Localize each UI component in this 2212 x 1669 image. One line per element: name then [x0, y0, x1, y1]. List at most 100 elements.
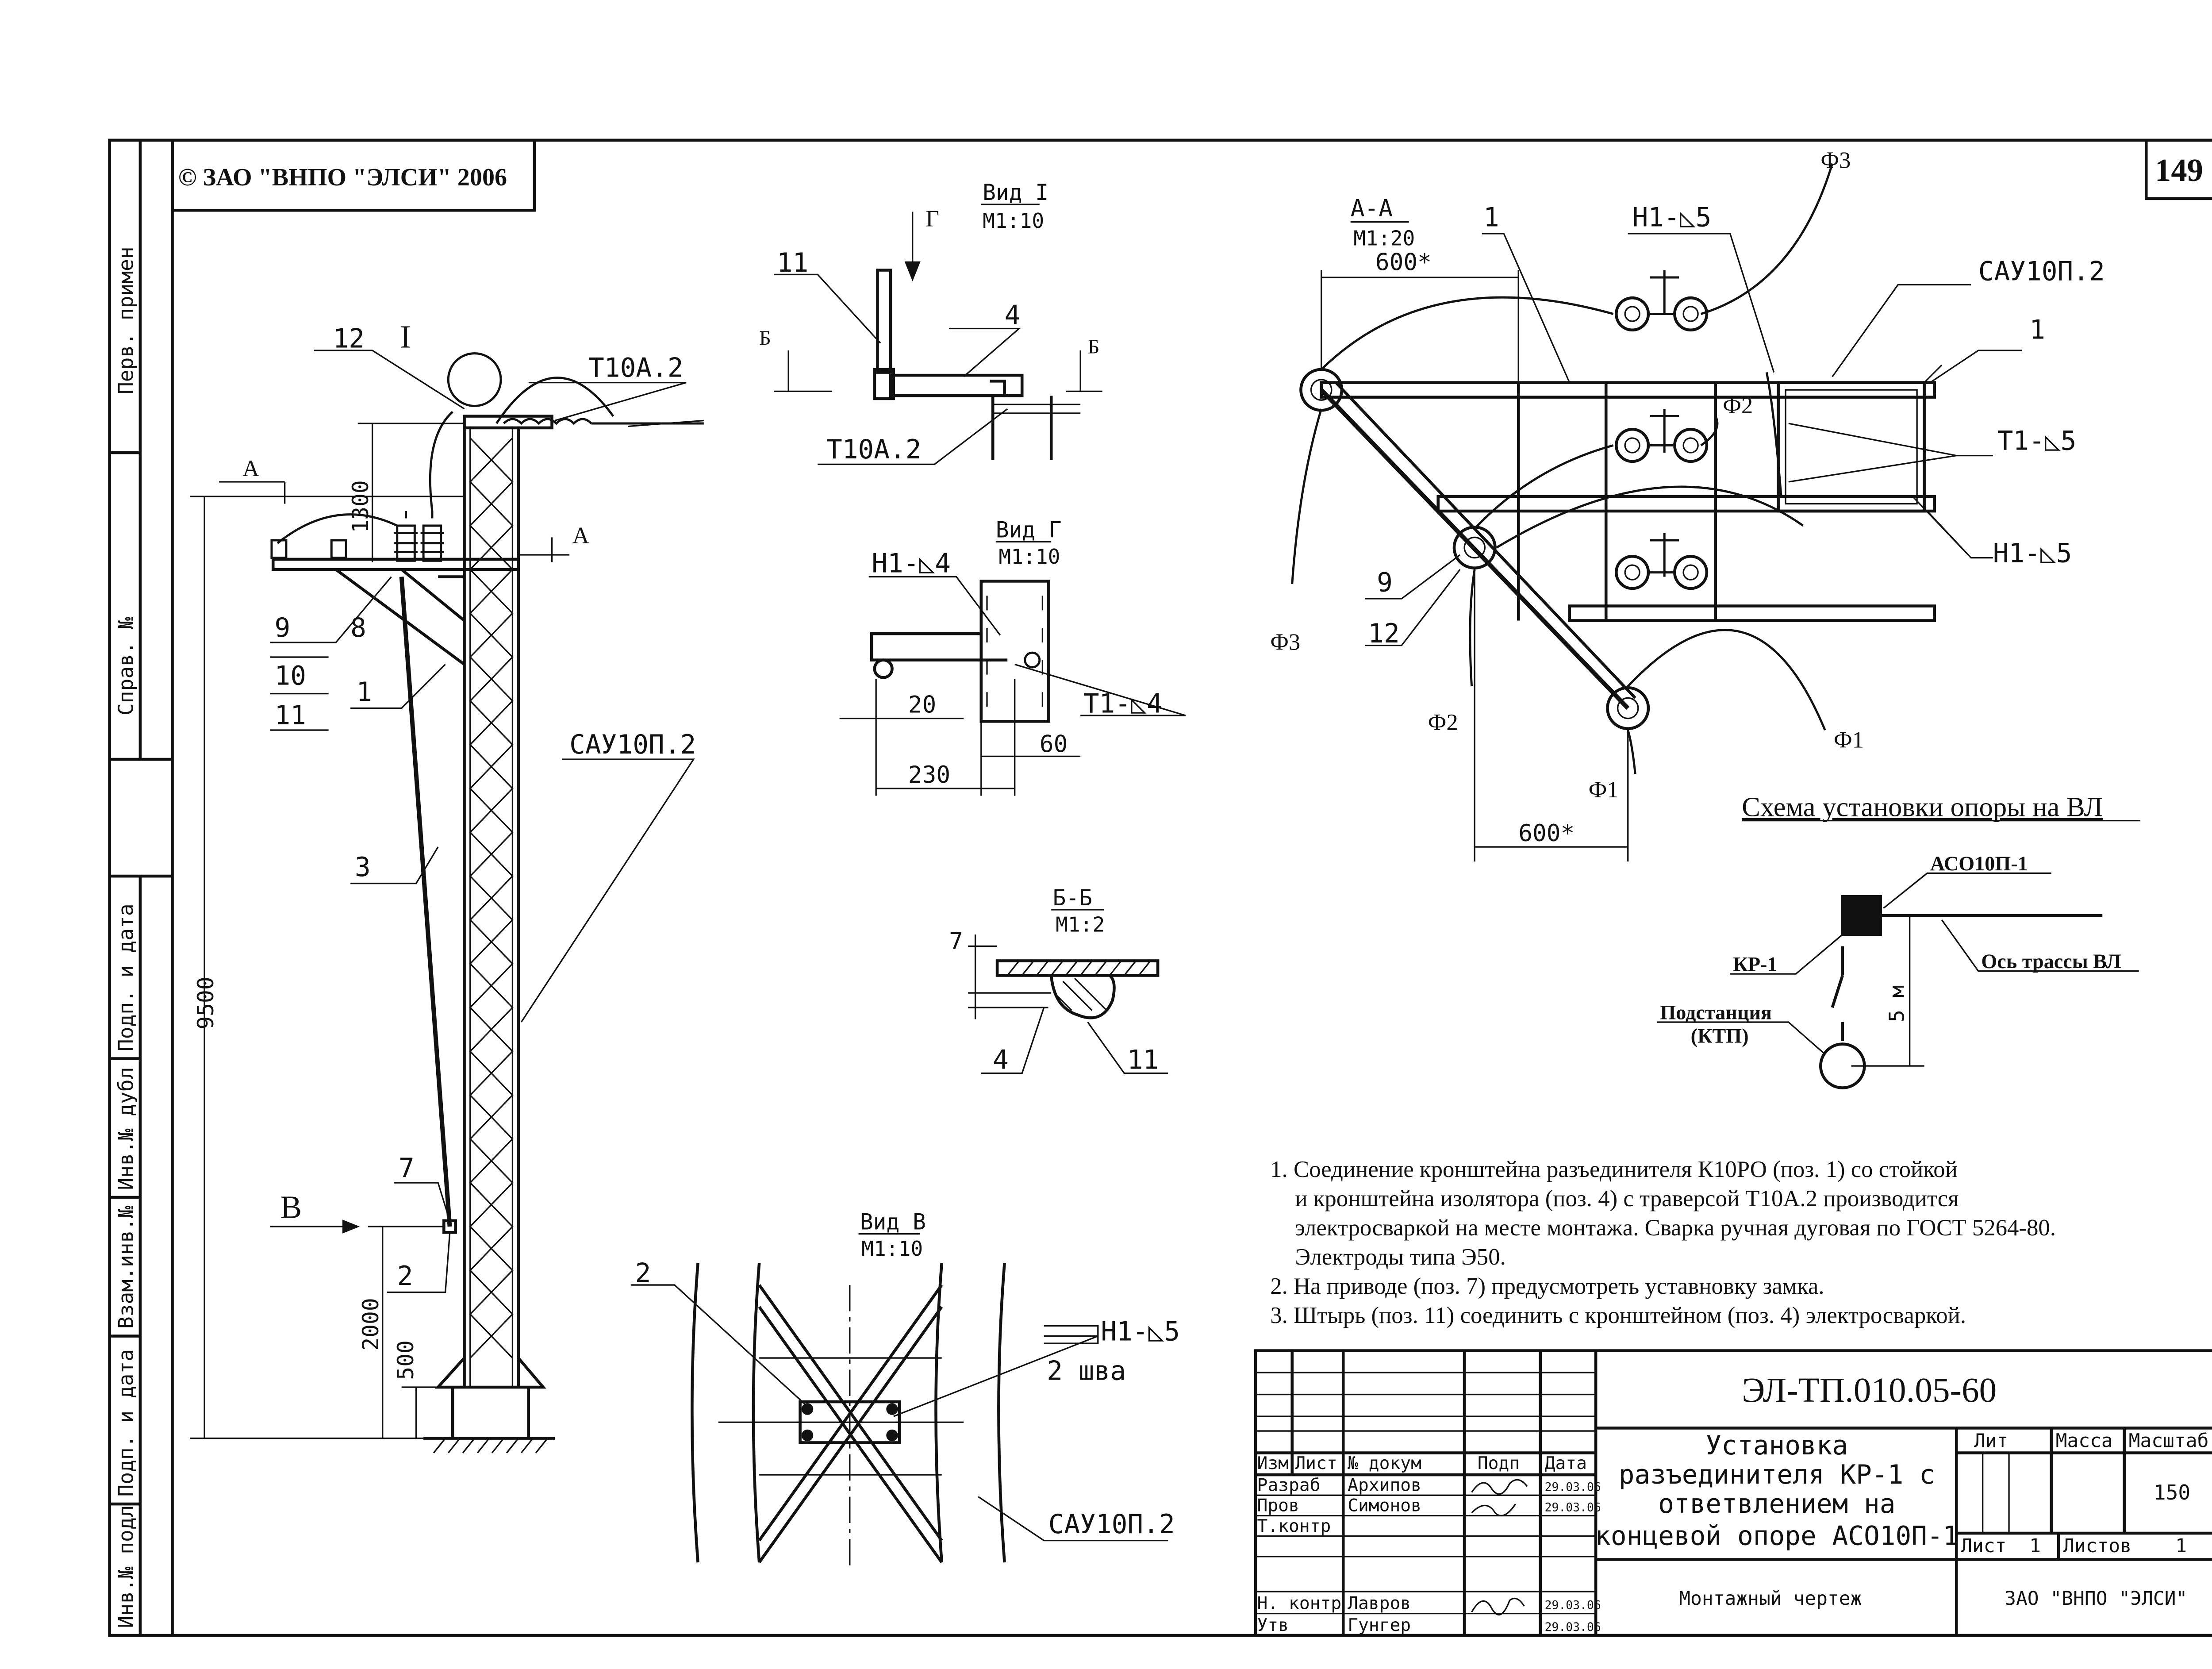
view-i-callout-t10a2: Т10А.2: [826, 435, 922, 465]
section-bb-scale: М1:2: [1056, 912, 1105, 936]
callout-12: 12: [333, 323, 365, 354]
callout-9: 9: [275, 613, 291, 643]
doc-type: Монтажный чертеж: [1679, 1588, 1862, 1610]
section-mark-a-left: А: [242, 456, 259, 481]
side-stamp: Взам.инв.№: [114, 1206, 138, 1329]
phase-f3-top: Ф3: [1820, 148, 1851, 173]
note-line: 3. Штырь (поз. 11) соединить с кронштейн…: [1270, 1303, 1966, 1328]
phase-f2-inner: Ф2: [1723, 393, 1753, 419]
scheme-switch-label: КР-1: [1733, 953, 1777, 976]
section-bb-callout-4: 4: [993, 1045, 1009, 1076]
note-line: Электроды типа Э50.: [1295, 1244, 1505, 1270]
main-view-dimensions: [190, 350, 695, 1439]
scale-label: Масштаб: [2129, 1430, 2209, 1452]
sheet-value: 1: [2029, 1535, 2041, 1557]
note-line: электросваркой на месте монтажа. Сварка …: [1295, 1215, 2056, 1241]
section-mark-a-right: А: [572, 523, 589, 549]
title-block: ЭЛ-ТП.010.05-60 Установка разъединителя …: [1254, 1349, 2212, 1637]
title-block-info: Лит Масса Масштаб 150 Лист 1 Листов 1 Мо…: [1679, 1430, 2208, 1609]
doc-title-line: концевой опоре АСО10П-1: [1595, 1521, 1959, 1551]
scheme-title: Схема установки опоры на ВЛ: [1742, 792, 2103, 823]
role-name: Симонов: [1348, 1496, 1421, 1516]
section-aa-dim-600-top: 600*: [1375, 249, 1432, 276]
role-name: Гунгер: [1348, 1615, 1411, 1635]
sheet-frame: [108, 138, 2212, 1637]
section-aa-callout-1-right: 1: [2029, 315, 2045, 346]
doc-title-line: разъединителя КР-1 с: [1619, 1460, 1935, 1490]
callout-sau10p2: САУ10П.2: [569, 730, 696, 760]
sheets-label: Листов: [2063, 1535, 2131, 1557]
view-g-dim-230: 230: [908, 761, 950, 788]
view-v-weld: Н1-◺5: [1101, 1316, 1180, 1347]
role-name: Архипов: [1348, 1475, 1421, 1495]
scheme-substation-label: Подстанция: [1660, 1001, 1772, 1023]
signature-mark: [1471, 1597, 1525, 1615]
scheme-pole-label: АСО10П-1: [1930, 852, 2028, 875]
section-aa-callout-1: 1: [1483, 203, 1499, 233]
note-line: и кронштейна изолятора (поз. 4) с травер…: [1295, 1186, 1959, 1211]
side-stamp: Справ. №: [114, 617, 138, 715]
callout-7: 7: [399, 1153, 415, 1184]
section-aa-scale: М1:20: [1353, 226, 1415, 250]
scheme-axis-label: Ось трассы ВЛ: [1981, 950, 2121, 973]
role-date: 29.03.06: [1545, 1599, 1601, 1612]
installation-scheme: Схема установки опоры на ВЛ АСО10П-1 КР-…: [1657, 792, 2141, 1089]
view-v-two-welds: 2 шва: [1047, 1356, 1126, 1387]
note-line: 2. На приводе (поз. 7) предусмотреть уст…: [1270, 1273, 1824, 1299]
view-i-section-b-left: Б: [759, 327, 771, 349]
role-label: Пров: [1257, 1496, 1299, 1516]
section-aa-dim-600-bottom: 600*: [1518, 820, 1575, 847]
view-marker-v: В: [280, 1189, 302, 1225]
sheets-value: 1: [2175, 1535, 2187, 1557]
view-i-title: Вид I: [983, 180, 1048, 205]
section-aa-weld-h1-top: Н1-◺5: [1632, 203, 1712, 233]
side-stamps: Перв. примен Справ. № Подп. и дата Инв.№…: [114, 246, 138, 1628]
section-bb-dim-7: 7: [949, 928, 963, 955]
section-bb-callout-11: 11: [1127, 1045, 1159, 1076]
view-marker-i: I: [400, 319, 411, 354]
organization: ЗАО "ВНПО "ЭЛСИ": [2005, 1588, 2187, 1610]
callout-2: 2: [397, 1261, 413, 1292]
dim-9500: 9500: [193, 977, 219, 1029]
section-aa-callout-12: 12: [1368, 619, 1400, 649]
view-i-scale: М1:10: [983, 209, 1044, 233]
section-aa-weld-t1: Т1-◺5: [1997, 426, 2077, 456]
copyright-box: [171, 138, 536, 212]
note-line: 1. Соединение кронштейна разъединителя К…: [1270, 1157, 1958, 1182]
side-stamp: Подп. и дата: [114, 1349, 138, 1497]
side-stamp: Подп. и дата: [114, 904, 138, 1051]
signature-mark: [1471, 1479, 1528, 1495]
view-i-section-b-right: Б: [1088, 335, 1100, 358]
sheet-label: Лист: [1961, 1535, 2006, 1557]
dim-2000: 2000: [358, 1298, 384, 1350]
role-label: Н. контр: [1257, 1593, 1342, 1614]
page-number-box: [2144, 138, 2212, 200]
section-bb-title: Б-Б: [1052, 885, 1092, 911]
section-bb: Б-Б М1:2 7 4 11: [949, 885, 1168, 1076]
role-label: Т.контр: [1257, 1516, 1331, 1536]
phase-f2-bottom: Ф2: [1428, 710, 1458, 735]
copyright: © ЗАО "ВНПО "ЭЛСИ" 2006: [178, 164, 507, 191]
section-aa-weld-h1-right: Н1-◺5: [1993, 538, 2072, 569]
header-izm: Изм: [1257, 1453, 1289, 1473]
doc-title-line: Установка: [1705, 1431, 1848, 1461]
section-aa-title: А-А: [1351, 195, 1393, 222]
role-date: 29.03.06: [1545, 1480, 1601, 1494]
signatures: [1471, 1479, 1528, 1615]
callout-3: 3: [355, 852, 371, 883]
pole-structure: [270, 352, 704, 1454]
view-g-dim-60: 60: [1040, 731, 1068, 758]
view-g: Вид Г М1:10 Н1-◺4 Т1-◺4 20 60 230: [839, 517, 1186, 796]
title-block-roles: Разраб Архипов 29.03.06 Пров Симонов 29.…: [1257, 1475, 1601, 1635]
view-g-dim-20: 20: [908, 691, 937, 718]
side-stamp: Инв.№ подл: [114, 1505, 138, 1628]
scheme-substation-sub: (КТП): [1691, 1024, 1749, 1047]
dim-500: 500: [393, 1340, 419, 1380]
view-v-scale: М1:10: [861, 1237, 923, 1261]
view-v-title: Вид В: [860, 1209, 926, 1235]
view-i: Вид I М1:10 11 Г 4 Б Б Т10А.2: [759, 180, 1102, 465]
role-date: 29.03.06: [1545, 1620, 1601, 1634]
lit-label: Лит: [1974, 1430, 2008, 1452]
phase-f1-bottom: Ф1: [1589, 777, 1619, 803]
